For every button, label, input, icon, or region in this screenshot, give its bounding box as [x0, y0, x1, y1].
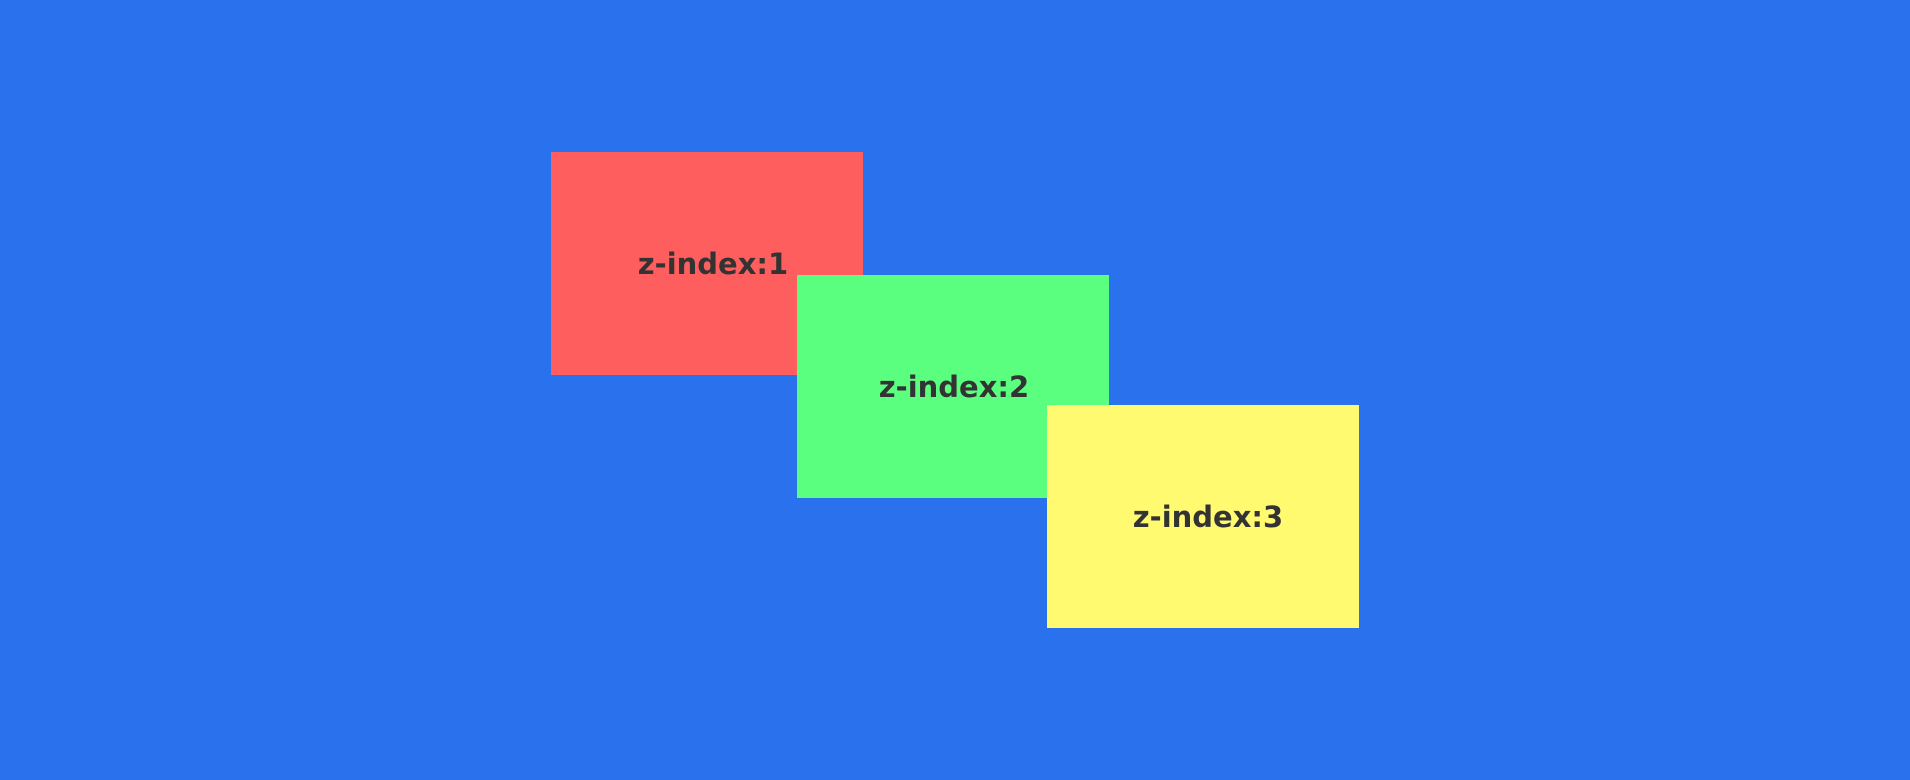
box-label-2: z-index:2 — [878, 369, 1030, 404]
box-z-index-1: z-index:1 — [551, 152, 863, 375]
box-label-3: z-index:3 — [1132, 499, 1284, 534]
box-label-1: z-index:1 — [637, 246, 789, 281]
box-z-index-3: z-index:3 — [1047, 405, 1359, 628]
